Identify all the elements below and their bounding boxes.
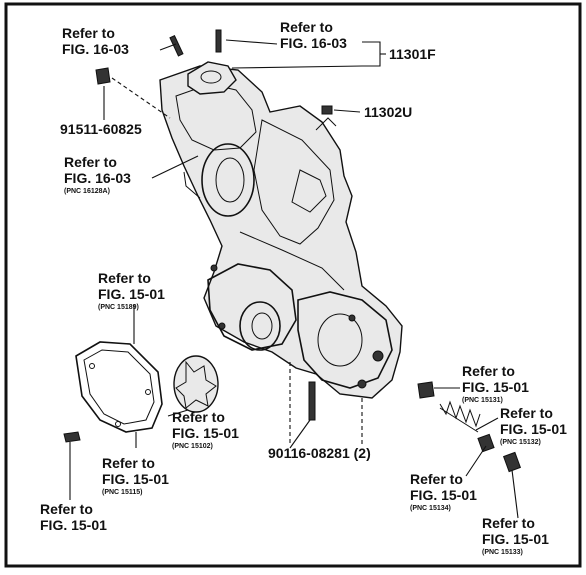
callout-6-pnc: (PNC 15115): [102, 489, 142, 496]
diagram-border: [4, 2, 582, 568]
leader-lines: [69, 39, 519, 519]
part-11301F: 11301F: [389, 46, 436, 62]
bolt-91511: [95, 67, 171, 119]
callout-8-line1: Refer to: [462, 363, 515, 379]
part-90116: 90116-08281 (2): [268, 445, 371, 461]
callout-7-line1: Refer to: [40, 501, 93, 517]
callout-10-line2: FIG. 15-01: [410, 487, 477, 503]
callout-11-line1: Refer to: [482, 515, 535, 531]
gasket: [75, 341, 163, 433]
callout-5-line1: Refer to: [172, 409, 225, 425]
part-91511: 91511-60825: [60, 121, 142, 137]
callout-9-line2: FIG. 15-01: [500, 421, 567, 437]
callout-4-pnc: (PNC 15189): [98, 304, 139, 311]
callout-5-line2: FIG. 15-01: [172, 425, 239, 441]
screw: [63, 431, 81, 443]
callout-3-line1: Refer to: [64, 154, 117, 170]
plug-11302U: [321, 105, 333, 115]
oil-pump-rotor: [173, 355, 219, 413]
callout-6-line2: FIG. 15-01: [102, 471, 169, 487]
callout-6-line1: Refer to: [102, 455, 155, 471]
water-outlet: [169, 29, 237, 95]
callout-10-pnc: (PNC 15134): [410, 505, 451, 512]
relief-valve-parts: [417, 381, 522, 473]
callout-4-line2: FIG. 15-01: [98, 286, 165, 302]
callout-7-line2: FIG. 15-01: [40, 517, 107, 533]
stud-90116: [289, 362, 363, 444]
callout-5-pnc: (PNC 15102): [172, 443, 213, 450]
callout-9-line1: Refer to: [500, 405, 553, 421]
callout-8-line2: FIG. 15-01: [462, 379, 529, 395]
callout-8-pnc: (PNC 15131): [462, 397, 503, 404]
callout-2-line2: FIG. 16-03: [280, 35, 347, 51]
part-11302U: 11302U: [364, 104, 412, 120]
callout-1-line2: FIG. 16-03: [62, 41, 129, 57]
callout-9-pnc: (PNC 15132): [500, 439, 541, 446]
callout-3-pnc: (PNC 16128A): [64, 188, 110, 195]
callout-3-line2: FIG. 16-03: [64, 170, 131, 186]
callout-10-line1: Refer to: [410, 471, 463, 487]
callout-4-line1: Refer to: [98, 270, 151, 286]
callout-1-line1: Refer to: [62, 25, 115, 41]
callout-11-pnc: (PNC 15133): [482, 549, 523, 556]
timing-cover: [159, 65, 403, 399]
callout-11-line2: FIG. 15-01: [482, 531, 549, 547]
callout-2-line1: Refer to: [280, 19, 333, 35]
